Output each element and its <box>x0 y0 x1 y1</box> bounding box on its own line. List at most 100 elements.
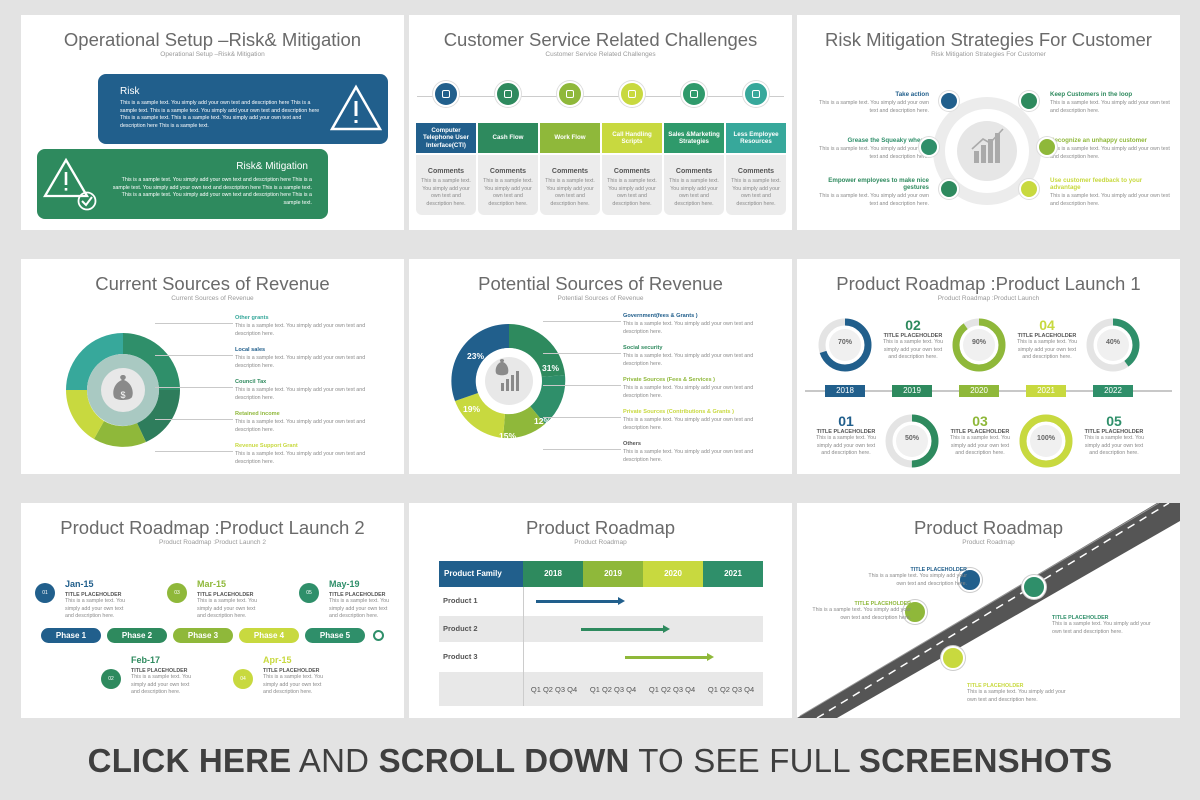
road-point-text: This is a sample text. You simply add yo… <box>868 573 967 587</box>
milestone-text: This is a sample text. You simply add yo… <box>131 674 192 696</box>
slide-product-roadmap-gantt[interactable]: Product Roadmap Product Roadmap Product … <box>409 503 792 718</box>
strategy-icon <box>1037 137 1057 157</box>
milestone-title: TITLE PLACEHOLDER <box>65 592 122 598</box>
slide-subtitle: Product Roadmap <box>962 539 1015 546</box>
phase-pill[interactable]: Phase 5 <box>305 628 365 643</box>
slide-subtitle: Product Roadmap :Product Launch <box>937 295 1040 302</box>
revenue-item-title: Government(fees & Grants ) <box>623 313 698 319</box>
slide-title: Current Sources of Revenue <box>95 273 330 294</box>
revenue-item-title: Revenue Support Grant <box>235 443 298 449</box>
money-icon <box>495 81 521 107</box>
placeholder-number: 05 <box>1106 413 1122 429</box>
road-point-title: TITLE PLACEHOLDER <box>854 601 912 607</box>
people-icon-glyph <box>752 90 760 98</box>
strategy-title: Keep Customers in the loop <box>1050 91 1133 98</box>
revenue-item: Private Sources (Fees & Services )This i… <box>623 377 763 400</box>
cart-icon <box>681 81 707 107</box>
placeholder-number: 04 <box>1039 317 1055 333</box>
slide-risk-strategies[interactable]: Risk Mitigation Strategies For Customer … <box>797 15 1180 230</box>
strategy-text: This is a sample text. You simply add yo… <box>819 100 929 114</box>
revenue-item-text: This is a sample text. You simply add yo… <box>623 353 754 367</box>
comment-text: This is a sample text. You simply add yo… <box>669 178 719 208</box>
slide-product-roadmap-road[interactable]: Product Roadmap Product Roadmap TITLE PL… <box>797 503 1180 718</box>
milestone-title: TITLE PLACEHOLDER <box>329 592 386 598</box>
gantt-quarters: Q1 Q2 Q3 Q4 <box>707 685 755 694</box>
year-label: 2018 <box>825 385 865 397</box>
placeholder-text: This is a sample text. You simply add yo… <box>1083 435 1145 457</box>
gantt-row-bg <box>439 644 763 670</box>
slide-product-launch-1[interactable]: Product Roadmap :Product Launch 1 Produc… <box>797 259 1180 474</box>
gantt-product: Product 3 <box>443 652 478 661</box>
gantt-quarters: Q1 Q2 Q3 Q4 <box>648 685 696 694</box>
phase-pill[interactable]: Phase 4 <box>239 628 299 643</box>
comment-title: Comments <box>427 168 465 175</box>
slide-product-launch-2[interactable]: Product Roadmap :Product Launch 2 Produc… <box>21 503 404 718</box>
leader-line <box>155 419 233 420</box>
milestone-badge: 03 <box>167 583 187 603</box>
phase-pill[interactable]: Phase 2 <box>107 628 167 643</box>
placeholder-text: This is a sample text. You simply add yo… <box>1016 339 1078 361</box>
face-icon <box>619 81 645 107</box>
gantt-product: Product 1 <box>443 596 478 605</box>
placeholder-number: 02 <box>905 317 921 333</box>
slide-customer-service[interactable]: Customer Service Related Challenges Cust… <box>409 15 792 230</box>
leader-line <box>155 323 233 324</box>
comment-text: This is a sample text. You simply add yo… <box>607 178 657 208</box>
strategy-text: This is a sample text. You simply add yo… <box>819 146 929 160</box>
potential-revenue-donut-chart <box>451 323 566 439</box>
slide-subtitle: Potential Sources of Revenue <box>557 295 644 302</box>
gantt-year: 2019 <box>583 561 643 587</box>
progress-percent: 100% <box>1037 435 1055 442</box>
cta-banner[interactable]: CLICK HERE AND SCROLL DOWN TO SEE FULL S… <box>0 742 1200 780</box>
phase-pill[interactable]: Phase 1 <box>41 628 101 643</box>
milestone-date: Jan-15 <box>65 579 94 589</box>
leader-line <box>543 321 621 322</box>
pct-19: 19% <box>463 404 481 414</box>
revenue-item: Private Sources (Contributions & Grants … <box>623 409 763 432</box>
placeholder-title: TITLE PLACEHOLDER <box>950 429 1010 435</box>
slide-title: Potential Sources of Revenue <box>478 273 723 294</box>
slide-title: Risk Mitigation Strategies For Customer <box>825 29 1152 50</box>
revenue-donut-chart: $ <box>66 333 180 447</box>
cta-click-here[interactable]: CLICK HERE <box>87 742 292 779</box>
connector-line <box>417 96 784 97</box>
leader-line <box>543 353 621 354</box>
svg-text:$: $ <box>120 390 125 400</box>
placeholder-text: This is a sample text. You simply add yo… <box>882 339 944 361</box>
revenue-item: Government(fees & Grants )This is a samp… <box>623 313 763 336</box>
leader-line <box>155 387 233 388</box>
slide-operational-setup[interactable]: Operational Setup –Risk& Mitigation Oper… <box>21 15 404 230</box>
gantt-year: 2021 <box>703 561 763 587</box>
road-marker-icon <box>941 646 965 670</box>
strategy-icon <box>1019 179 1039 199</box>
progress-widget: 40% <box>1085 317 1141 373</box>
leader-line <box>543 449 621 450</box>
strategy-icon <box>1019 91 1039 111</box>
year-label: 2021 <box>1026 385 1066 397</box>
slide-potential-revenue[interactable]: Potential Sources of Revenue Potential S… <box>409 259 792 474</box>
revenue-item-text: This is a sample text. You simply add yo… <box>623 385 754 399</box>
slide-current-revenue[interactable]: Current Sources of Revenue Current Sourc… <box>21 259 404 474</box>
cta-screenshots: SCREENSHOTS <box>858 742 1113 779</box>
gantt-product: Product 2 <box>443 624 478 633</box>
risk-box: Risk This is a sample text. You simply a… <box>98 74 388 144</box>
road-point-title: TITLE PLACEHOLDER <box>910 567 968 573</box>
milestone-text: This is a sample text. You simply add yo… <box>329 598 390 620</box>
leader-line <box>155 451 233 452</box>
phase-pill[interactable]: Phase 3 <box>173 628 233 643</box>
revenue-item-title: Private Sources (Contributions & Grants … <box>623 409 734 415</box>
cta-text: TO SEE FULL <box>629 742 859 779</box>
revenue-item-title: Social security <box>623 345 663 351</box>
